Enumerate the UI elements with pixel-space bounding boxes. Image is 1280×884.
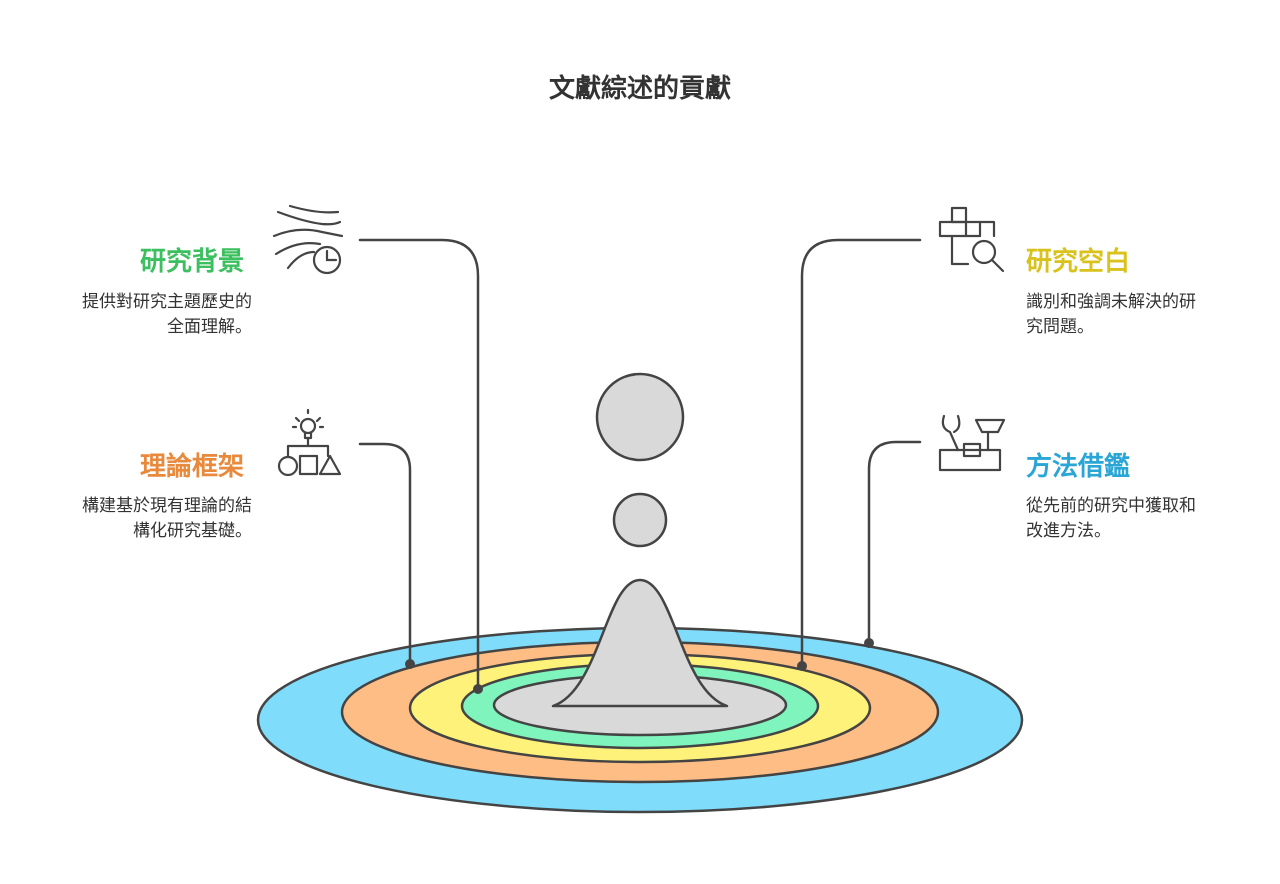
heading-gap: 研究空白 xyxy=(1026,247,1131,277)
connector-dot-background xyxy=(473,684,483,694)
desc-framework-line2: 構化研究基礎。 xyxy=(133,521,252,541)
desc-methods-line2: 改進方法。 xyxy=(1026,521,1111,541)
grid-magnifier-icon xyxy=(938,206,1005,273)
desc-background: 提供對研究主題歷史的 全面理解。 xyxy=(22,290,252,340)
desc-background-line1: 提供對研究主題歷史的 xyxy=(82,292,252,312)
connector-gap xyxy=(800,238,922,668)
lightbulb-shapes-icon xyxy=(277,408,342,477)
heading-framework: 理論框架 xyxy=(140,452,245,482)
desc-methods-line1: 從先前的研究中獲取和 xyxy=(1026,496,1196,516)
desc-methods: 從先前的研究中獲取和 改進方法。 xyxy=(1026,494,1256,544)
connector-methods xyxy=(867,440,922,645)
toolbox-icon xyxy=(938,414,1006,472)
droplet-small xyxy=(612,492,668,548)
desc-gap-line2: 究問題。 xyxy=(1026,317,1094,337)
desc-framework-line1: 構建基於現有理論的結 xyxy=(82,496,252,516)
splash-peak xyxy=(551,578,729,708)
desc-gap: 識別和強調未解決的研 究問題。 xyxy=(1026,290,1256,340)
connector-dot-framework xyxy=(405,659,415,669)
connector-dot-methods xyxy=(864,638,874,648)
connector-framework xyxy=(358,442,412,666)
droplet-large xyxy=(595,372,685,462)
desc-framework: 構建基於現有理論的結 構化研究基礎。 xyxy=(22,494,252,544)
connector-dot-gap xyxy=(797,661,807,671)
connector-background xyxy=(358,238,480,691)
heading-background: 研究背景 xyxy=(140,247,245,277)
desc-gap-line1: 識別和強調未解決的研 xyxy=(1026,292,1196,312)
diagram-title: 文獻綜述的貢獻 xyxy=(548,74,731,104)
desc-background-line2: 全面理解。 xyxy=(167,317,252,337)
wind-clock-icon xyxy=(272,204,344,275)
heading-methods: 方法借鑑 xyxy=(1026,452,1131,482)
